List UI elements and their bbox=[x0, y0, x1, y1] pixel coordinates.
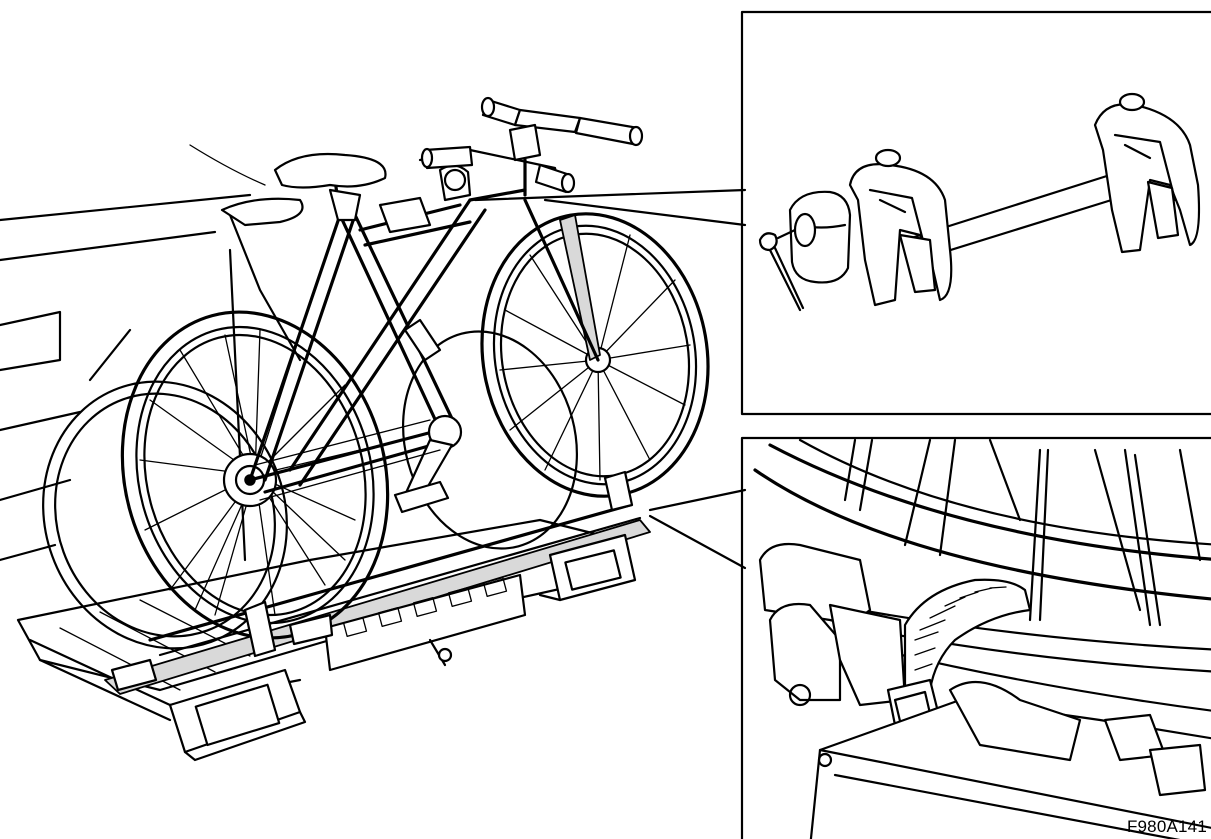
tail-light-left bbox=[168, 668, 307, 762]
frame-holder-jaw-left bbox=[848, 148, 953, 307]
frame-holder-pin bbox=[758, 228, 805, 312]
spokes bbox=[843, 438, 1202, 627]
main-scene bbox=[0, 96, 710, 762]
figure-code: F980A141 bbox=[1126, 817, 1207, 836]
rear-bike-handlebar bbox=[420, 145, 576, 194]
carrier-platform bbox=[16, 503, 651, 722]
front-bike-frame bbox=[248, 96, 644, 514]
car-rear-outline bbox=[0, 144, 266, 562]
license-plate-holder bbox=[323, 573, 527, 672]
tail-light-right bbox=[538, 533, 637, 602]
callout-lines bbox=[473, 188, 747, 570]
wheel-holders bbox=[110, 470, 634, 692]
detail-inset-wheel-strap bbox=[740, 436, 1211, 839]
frame-holder-jaw-right bbox=[1093, 92, 1201, 254]
detail-inset-frame-holder bbox=[740, 10, 1211, 416]
wheel-strap bbox=[903, 578, 1032, 692]
frame-holder-knob bbox=[788, 190, 852, 284]
